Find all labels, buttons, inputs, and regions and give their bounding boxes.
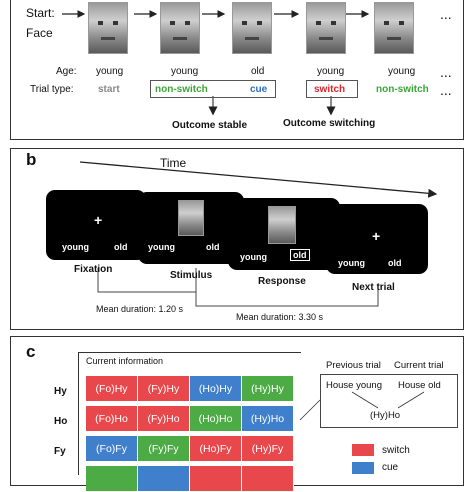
- stimulus-screen: young old: [138, 192, 244, 264]
- face-image-5: [374, 2, 414, 54]
- face-label: Face: [26, 26, 53, 40]
- row-label-fy: Fy: [54, 446, 66, 457]
- ellipsis-trial: ...: [440, 82, 452, 98]
- current-information-label: Current information: [86, 356, 164, 366]
- grid-frame: [78, 352, 301, 475]
- house-old-label: House old: [398, 380, 441, 391]
- duration-bracket-1: [97, 268, 197, 293]
- face-image-4: [306, 2, 346, 54]
- age-value-3: old: [251, 66, 265, 77]
- grid-cell-fy-ho: (Fy)Ho: [138, 406, 190, 432]
- panel-c-letter: c: [26, 342, 36, 361]
- duration-bracket-2: [195, 286, 379, 307]
- trial-type-non-switch-2: non-switch: [376, 84, 429, 95]
- grid-cell-ho-hy: (Ho)Hy: [190, 376, 242, 402]
- response-young-option: young: [240, 252, 267, 262]
- fixation-old-option: old: [114, 242, 128, 252]
- next-trial-young-option: young: [338, 258, 365, 268]
- age-label: Age:: [56, 66, 77, 77]
- trial-type-label: Trial type:: [30, 84, 74, 95]
- start-label: Start:: [26, 6, 55, 20]
- face-image-3: [232, 2, 272, 54]
- grid-cell-fo-fy: (Fo)Fy: [86, 436, 138, 462]
- grid-cell-fo-hy: (Fo)Hy: [86, 376, 138, 402]
- response-face-image: [268, 206, 296, 244]
- grid-cell-hy-fy: (Hy)Fy: [242, 436, 294, 462]
- house-young-label: House young: [326, 380, 382, 391]
- next-trial-old-option: old: [388, 258, 402, 268]
- time-arrow: [79, 161, 438, 307]
- row-label-ho: Ho: [54, 416, 68, 427]
- stimulus-old-option: old: [206, 242, 220, 252]
- response-old-option: old: [290, 249, 310, 261]
- current-trial-label: Current trial: [394, 360, 444, 371]
- response-label: Response: [258, 276, 306, 287]
- age-value-5: young: [388, 66, 416, 77]
- panel-b-letter: b: [26, 150, 37, 169]
- trial-type-cue: cue: [250, 84, 268, 95]
- age-value-4: young: [317, 66, 345, 77]
- fixation-young-option: young: [62, 242, 89, 252]
- age-value-1: young: [96, 66, 124, 77]
- grid-cell-fy-hy: (Fy)Hy: [138, 376, 190, 402]
- ellipsis-top: ...: [440, 6, 452, 22]
- panel-c-connectors: [299, 391, 425, 421]
- next-trial-label: Next trial: [352, 282, 395, 293]
- outcome-switching-label: Outcome switching: [283, 118, 376, 129]
- fixation-screen: + young old: [46, 190, 146, 260]
- previous-trial-label: Previous trial: [326, 360, 381, 371]
- mean-duration-1: Mean duration: 1.20 s: [96, 304, 184, 314]
- legend-cue-swatch: [352, 462, 374, 474]
- grid-cell-fy-fy: (Fy)Fy: [138, 436, 190, 462]
- grid-cell-ho-fy: (Ho)Fy: [190, 436, 242, 462]
- switch-box: [306, 80, 358, 98]
- legend-switch-label: switch: [382, 445, 410, 456]
- stimulus-young-option: young: [148, 242, 175, 252]
- fixation-label: Fixation: [74, 264, 113, 275]
- trial-type-start: start: [98, 84, 120, 95]
- grid-cell-hy-hy: (Hy)Hy: [242, 376, 294, 402]
- stimulus-label: Stimulus: [170, 270, 213, 281]
- response-screen: young old: [228, 198, 340, 270]
- next-trial-cross: +: [372, 228, 381, 244]
- hyho-label: (Hy)Ho: [370, 410, 401, 421]
- ellipsis-age: ...: [440, 64, 452, 80]
- legend-cue-label: cue: [382, 462, 399, 473]
- face-image-2: [160, 2, 200, 54]
- next-trial-screen: + young old: [326, 204, 428, 274]
- fixation-cross: +: [94, 212, 103, 228]
- age-value-2: young: [171, 66, 199, 77]
- sequence-arrows: [62, 10, 370, 116]
- legend-switch-swatch: [352, 444, 374, 456]
- grid-cell-hy-ho: (Hy)Ho: [242, 406, 294, 432]
- trial-type-non-switch: non-switch: [155, 84, 208, 95]
- mean-duration-2: Mean duration: 3.30 s: [236, 312, 324, 322]
- grid-cell-ho-ho: (Ho)Ho: [190, 406, 242, 432]
- grid-cell-fo-ho: (Fo)Ho: [86, 406, 138, 432]
- non-switch-cue-box: [150, 80, 276, 98]
- row-label-hy: Hy: [54, 386, 67, 397]
- trial-type-switch: switch: [314, 84, 346, 95]
- stimulus-face-image: [178, 200, 204, 236]
- time-label: Time: [160, 156, 187, 170]
- face-image-1: [88, 2, 128, 54]
- outcome-stable-label: Outcome stable: [172, 120, 248, 131]
- example-box: [320, 374, 458, 428]
